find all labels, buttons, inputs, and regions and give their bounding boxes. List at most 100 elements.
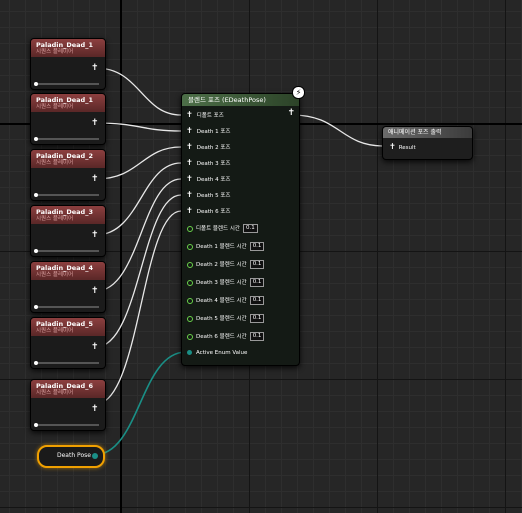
node-title: Paladin_Dead_1: [36, 96, 93, 104]
output-node-title: 애니메이션 포즈 출력: [383, 127, 472, 138]
blend-pose-node[interactable]: 블렌드 포즈 (EDeathPose) ✝ ✝디폴트 포즈 ✝Death 1 포…: [181, 93, 300, 366]
wire-blend-output: [291, 114, 385, 147]
float-pin-icon: [187, 279, 193, 286]
pose-pin-icon[interactable]: ✝: [91, 286, 99, 296]
wire-seq-0: [95, 67, 182, 116]
node-title: Paladin_Dead_5: [36, 320, 93, 328]
blend-pose-pin[interactable]: ✝Death 3 포즈: [186, 158, 231, 168]
blend-pose-pin[interactable]: ✝디폴트 포즈: [186, 110, 224, 120]
pose-output-pin-icon[interactable]: ✝: [287, 108, 295, 118]
pose-pin-icon: ✝: [389, 142, 396, 151]
blend-time-input[interactable]: 0.1: [249, 260, 265, 269]
pose-pin-icon[interactable]: ✝: [91, 404, 99, 414]
blend-pose-pin[interactable]: ✝Death 4 포즈: [186, 174, 231, 184]
play-progress: [34, 193, 99, 197]
pose-pin-icon[interactable]: ✝: [91, 342, 99, 352]
wire-seq-6: [95, 210, 182, 405]
wire-seq-2: [95, 146, 182, 180]
blend-pose-pin[interactable]: ✝Death 2 포즈: [186, 142, 231, 152]
pose-pin-icon[interactable]: ✝: [91, 230, 99, 240]
progress-dot: [34, 137, 38, 141]
output-pose-node[interactable]: 애니메이션 포즈 출력 ✝Result: [382, 126, 473, 160]
play-progress: [34, 305, 99, 309]
wire-seq-3: [95, 162, 182, 236]
blend-time-input[interactable]: 0.1: [249, 278, 265, 287]
blend-pose-pin[interactable]: ✝Death 1 포즈: [186, 126, 231, 136]
pose-pin-icon[interactable]: ✝: [91, 174, 99, 184]
variable-label: Death Pose: [57, 452, 91, 459]
play-progress: [34, 361, 99, 365]
pose-pin-icon: ✝: [186, 190, 193, 199]
float-pin-icon: [187, 315, 193, 322]
progress-dot: [34, 423, 38, 427]
node-subtitle: 시퀀스 플레이어: [36, 390, 74, 396]
lightning-icon: ⚡: [292, 86, 305, 99]
node-title: Paladin_Dead_2: [36, 152, 93, 160]
enum-output-pin-icon[interactable]: [92, 453, 98, 459]
blend-time-input[interactable]: 0.1: [249, 314, 265, 323]
wire-seq-1: [95, 122, 182, 132]
wire-seq-4: [95, 178, 182, 292]
pose-pin-icon[interactable]: ✝: [91, 118, 99, 128]
wire-seq-5: [95, 194, 182, 348]
active-enum-pin[interactable]: Active Enum Value: [187, 349, 247, 358]
pose-pin-icon: ✝: [186, 158, 193, 167]
pose-pin-icon: ✝: [186, 142, 193, 151]
enum-pin-icon: [187, 350, 192, 355]
play-progress: [34, 249, 99, 253]
node-title: Paladin_Dead_6: [36, 382, 93, 390]
progress-dot: [34, 193, 38, 197]
blend-time-input[interactable]: 0.1: [249, 332, 265, 341]
blend-time-input[interactable]: 0.1: [249, 242, 265, 251]
progress-dot: [34, 305, 38, 309]
node-title: Paladin_Dead_1: [36, 41, 93, 49]
node-subtitle: 시퀀스 플레이어: [36, 272, 74, 278]
node-subtitle: 시퀀스 플레이어: [36, 216, 74, 222]
blend-node-title: 블렌드 포즈 (EDeathPose): [182, 94, 299, 106]
node-title: Paladin_Dead_3: [36, 208, 93, 216]
death-pose-variable-node[interactable]: Death Pose: [37, 445, 105, 468]
blend-pose-pin[interactable]: ✝Death 6 포즈: [186, 206, 231, 216]
float-pin-icon: [187, 225, 193, 232]
play-progress: [34, 423, 99, 427]
progress-dot: [34, 249, 38, 253]
float-pin-icon: [187, 261, 193, 268]
progress-dot: [34, 82, 38, 86]
node-subtitle: 시퀀스 플레이어: [36, 104, 74, 110]
float-pin-icon: [187, 243, 193, 250]
float-pin-icon: [187, 297, 193, 304]
float-pin-icon: [187, 333, 193, 340]
pose-pin-icon: ✝: [186, 174, 193, 183]
node-subtitle: 시퀀스 플레이어: [36, 160, 74, 166]
pose-pin-icon: ✝: [186, 126, 193, 135]
play-progress: [34, 82, 99, 86]
node-title: Paladin_Dead_4: [36, 264, 93, 272]
result-pin[interactable]: ✝Result: [389, 142, 416, 151]
wire-enum: [93, 351, 187, 456]
pose-pin-icon[interactable]: ✝: [91, 63, 99, 73]
blend-time-input[interactable]: 0.1: [249, 296, 265, 305]
blend-time-input[interactable]: 0.1: [242, 224, 258, 233]
progress-dot: [34, 361, 38, 365]
node-subtitle: 시퀀스 플레이어: [36, 49, 74, 55]
blend-pose-pin[interactable]: ✝Death 5 포즈: [186, 190, 231, 200]
grid-axis-vertical: [120, 0, 122, 513]
play-progress: [34, 137, 99, 141]
pose-pin-icon: ✝: [186, 110, 193, 119]
pose-pin-icon: ✝: [186, 206, 193, 215]
